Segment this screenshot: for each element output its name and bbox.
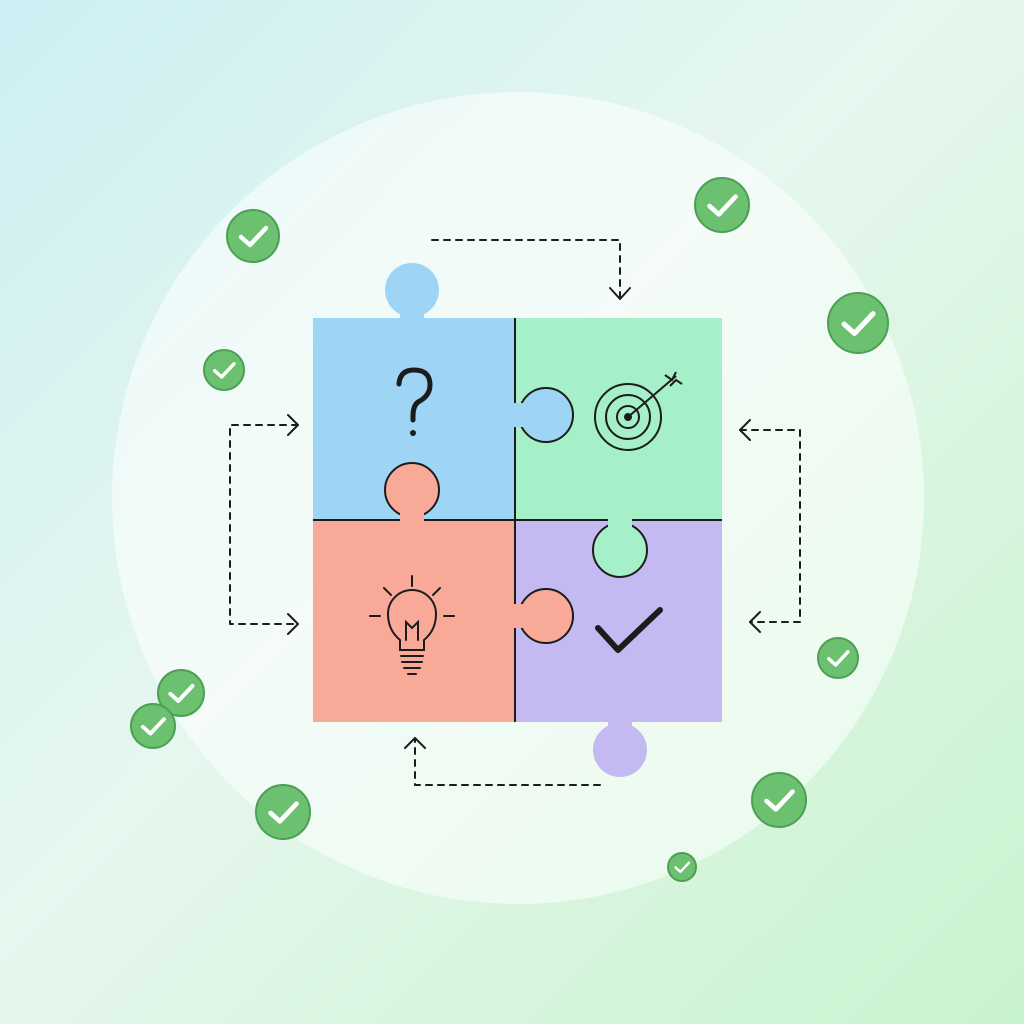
check-circle-icon [751,772,807,828]
check-circle-icon [203,349,245,391]
dashed-arrow-top [431,239,631,300]
piece-bottom-left [313,520,516,722]
check-circle-icon [157,669,205,717]
knob-green-into-purple [592,515,648,578]
check-badges [130,177,889,882]
target-arrow-icon [594,371,683,451]
check-circle-icon [130,703,176,749]
knob-blue-into-green [510,387,574,443]
dashed-arrow-right [739,419,801,633]
question-mark-icon [396,367,433,436]
check-circle-icon [667,852,697,882]
knob-salmon-into-blue [384,462,440,525]
knob-bottom [593,720,647,777]
dashed-arrow-bottom [404,737,601,786]
dashed-arrow-left [229,414,299,635]
check-circle-icon [255,784,311,840]
check-circle-icon [817,637,859,679]
knob-top [385,263,439,320]
checkmark-icon [595,607,663,653]
lightbulb-icon [369,575,455,675]
check-circle-icon [694,177,750,233]
puzzle [313,263,722,777]
knob-salmon-into-purple [510,588,574,644]
check-circle-icon [827,292,889,354]
check-circle-icon [226,209,280,263]
